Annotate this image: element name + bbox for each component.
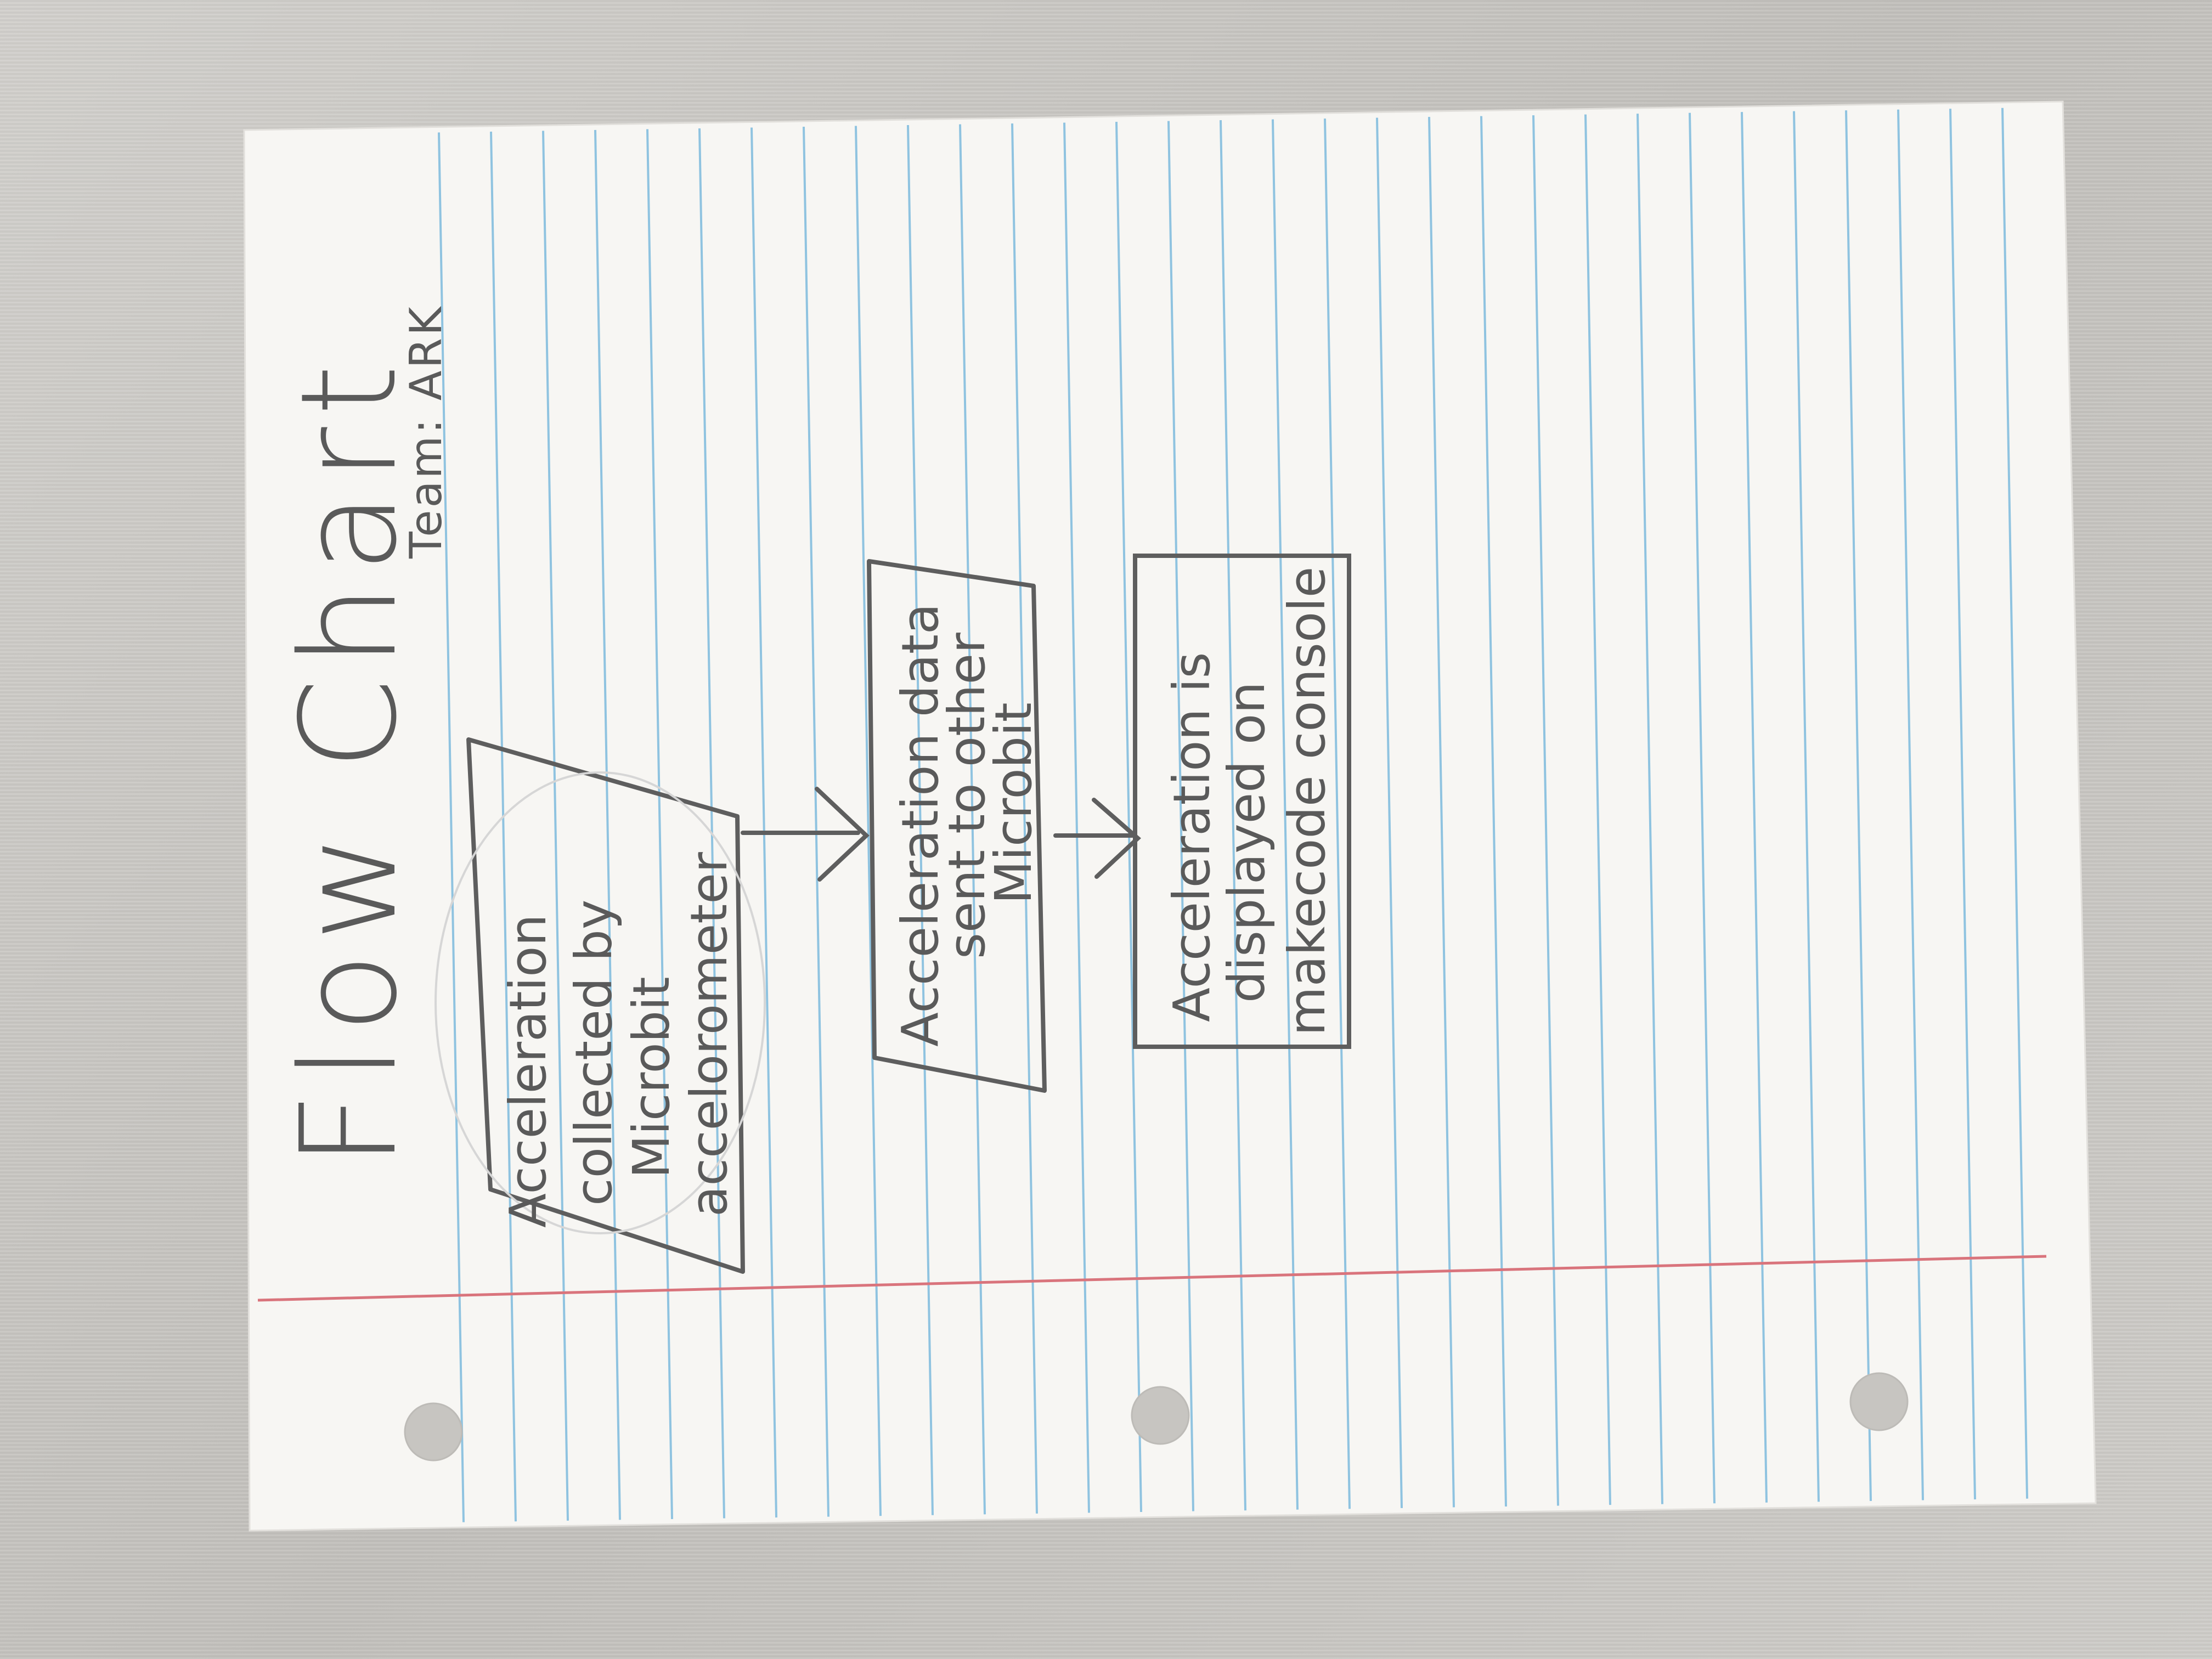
flow-arrow-2 [1053, 798, 1141, 879]
rule-line [1532, 115, 1559, 1506]
rule-line [698, 128, 725, 1519]
team-label: Team: ARK [400, 304, 452, 559]
flow-step-2-line: sent to other [938, 633, 996, 959]
rule-line [1220, 120, 1246, 1511]
rule-line [751, 127, 777, 1518]
flow-step-3-line: displayed on [1217, 681, 1276, 1003]
flow-step-1-text: Acceleration collected by Microbit accel… [499, 852, 738, 1228]
rule-line [646, 129, 673, 1519]
rule-line [1845, 110, 1872, 1501]
rule-line [2001, 108, 2028, 1499]
flow-step-2-text: Acceleration data sent to other Microbit [891, 588, 1043, 1047]
flow-arrow-1 [741, 787, 870, 882]
binder-hole [1849, 1372, 1909, 1431]
binder-hole [1131, 1386, 1190, 1445]
flow-step-3-line: makecode console [1278, 567, 1336, 1036]
rule-line [1167, 121, 1194, 1511]
flow-step-1-line: Microbit [622, 977, 681, 1178]
rule-line [1793, 111, 1820, 1502]
rule-line [1689, 112, 1716, 1504]
margin-line [257, 1255, 2047, 1302]
flow-step-2-line: Microbit [984, 702, 1043, 904]
rule-line [1428, 117, 1455, 1508]
notebook-paper [243, 100, 2097, 1532]
flow-step-1-line: Acceleration [499, 914, 557, 1228]
rule-line [438, 132, 465, 1522]
rule-line [594, 129, 621, 1520]
rule-line [1115, 122, 1142, 1513]
flow-step-1-line: accelorometer [680, 852, 738, 1217]
flow-step-2-shape [867, 559, 1047, 1093]
page-title: Flow Chart [272, 353, 426, 1167]
flow-step-2-line: Acceleration data [891, 603, 950, 1047]
rule-line [542, 131, 569, 1521]
rule-line [1949, 109, 1976, 1500]
faint-erased-circle [435, 771, 766, 1234]
flow-step-1-shape [466, 737, 745, 1274]
rule-line [1741, 112, 1768, 1503]
flow-step-3-line: Acceleration is [1163, 652, 1221, 1022]
rule-line [1637, 114, 1663, 1504]
rule-line [1584, 114, 1611, 1505]
rotated-page-content: Flow Chart Team: ARK Acceleration collec… [272, 304, 1351, 1274]
flow-step-3-text: Acceleration is displayed on makecode co… [1163, 567, 1336, 1036]
rule-line [1272, 119, 1299, 1510]
rule-line [1324, 119, 1351, 1509]
rule-line [1480, 116, 1507, 1507]
flow-step-3-shape [1133, 554, 1351, 1049]
rule-line [1376, 117, 1403, 1508]
rule-line [490, 131, 517, 1522]
binder-hole [404, 1402, 463, 1462]
rule-line [1897, 109, 1924, 1500]
flow-step-1-line: collected by [565, 900, 623, 1206]
